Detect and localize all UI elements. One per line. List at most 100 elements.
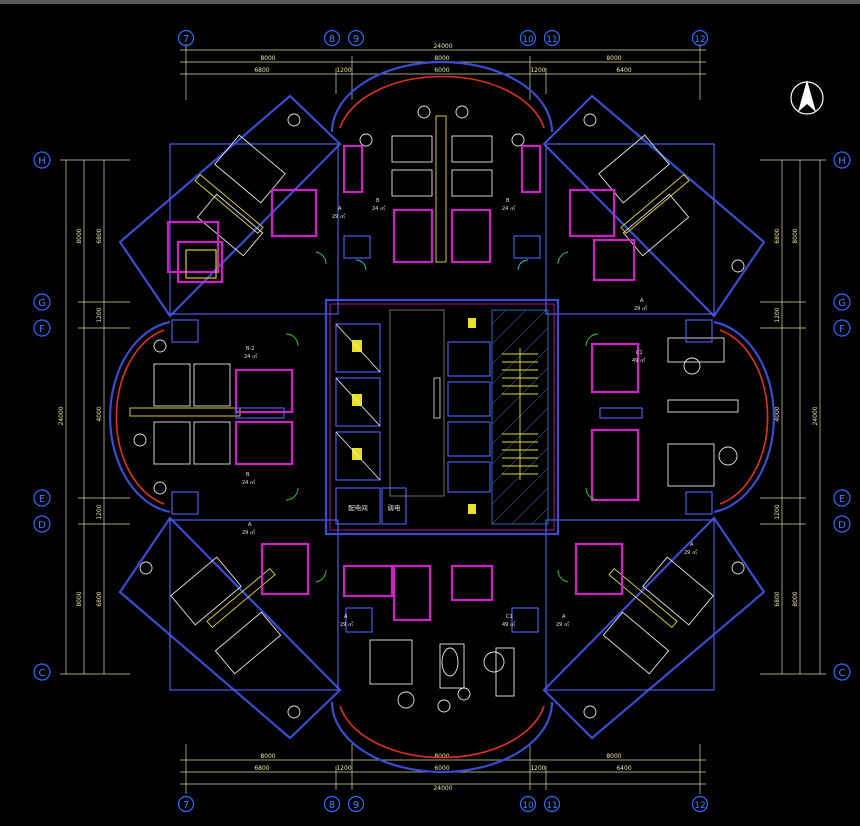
wing-nw-interior bbox=[166, 113, 318, 284]
grid-label-11-top: 11 bbox=[546, 35, 557, 45]
dim-top-r1-1: 8000 bbox=[434, 55, 449, 62]
room-a-s-area: 29 ㎡ bbox=[340, 621, 353, 628]
grid-label-C-right: C bbox=[839, 668, 846, 679]
window-top-border bbox=[0, 0, 860, 4]
dim-right-6: 8000 bbox=[792, 591, 799, 606]
grid-label-F-right: F bbox=[839, 324, 845, 335]
north-rooms bbox=[342, 105, 542, 264]
room-b2-w-area: 24 ㎡ bbox=[244, 353, 257, 360]
floor-plan-canvas[interactable]: 24000 8000 8000 8000 6800 1200 6000 1200… bbox=[0, 4, 860, 826]
dim-bottom-r1-0: 8000 bbox=[260, 753, 275, 760]
dim-top-r2-2: 6000 bbox=[434, 67, 449, 74]
grid-label-12-top: 12 bbox=[694, 35, 705, 45]
grid-label-D-left: D bbox=[38, 520, 46, 531]
grid-label-12-bottom: 12 bbox=[694, 801, 705, 811]
grid-label-9-bottom: 9 bbox=[353, 800, 359, 811]
room-c1-s-area: 49 ㎡ bbox=[502, 621, 515, 628]
dim-left-0: 8000 bbox=[76, 228, 83, 243]
room-b2-w-type: B-2 bbox=[246, 346, 254, 352]
grid-label-E-left: E bbox=[39, 494, 45, 505]
weak-current-label: 弱电 bbox=[388, 503, 402, 512]
top-dimension-chain: 24000 8000 8000 8000 6800 1200 6000 1200… bbox=[180, 43, 706, 100]
north-arrow-icon bbox=[790, 80, 824, 115]
grid-label-C-left: C bbox=[39, 668, 46, 679]
dim-top-r1-2: 8000 bbox=[606, 55, 621, 62]
grid-label-9-top: 9 bbox=[353, 34, 359, 45]
grid-label-10-top: 10 bbox=[522, 35, 534, 45]
grid-bubbles-bottom: 7 8 9 10 11 12 bbox=[177, 795, 709, 813]
wing-sw-interior bbox=[139, 542, 310, 719]
room-a-se-type: A bbox=[562, 614, 566, 620]
grid-label-D-right: D bbox=[838, 520, 846, 531]
dim-top-r2-3: 1200 bbox=[530, 67, 545, 74]
grid-label-11-bottom: 11 bbox=[546, 801, 557, 811]
grid-label-7-bottom: 7 bbox=[183, 800, 189, 811]
grid-label-G-left: G bbox=[38, 298, 46, 309]
room-b-w-area: 24 ㎡ bbox=[242, 479, 255, 486]
dim-overall-top: 24000 bbox=[433, 43, 452, 50]
dim-left-1: 6800 bbox=[96, 228, 103, 243]
room-b-w-type: B bbox=[246, 472, 250, 478]
room-a-sw-type: A bbox=[248, 522, 252, 528]
dim-left-5: 8000 bbox=[76, 591, 83, 606]
grid-label-G-right: G bbox=[838, 298, 846, 309]
grid-label-10-bottom: 10 bbox=[522, 801, 534, 811]
room-b-n1-type: B bbox=[376, 198, 380, 204]
power-room-label: 配电间 bbox=[348, 503, 368, 512]
room-b-n1-area: 24 ㎡ bbox=[372, 205, 385, 212]
room-b-n2-type: B bbox=[506, 198, 510, 204]
dim-left-6: 6800 bbox=[96, 591, 103, 606]
room-c1-s-type: C1 bbox=[506, 614, 513, 620]
building-outline bbox=[108, 60, 776, 774]
dim-right-1: 8000 bbox=[792, 228, 799, 243]
room-a-sw-area: 29 ㎡ bbox=[242, 529, 255, 536]
dim-left-overall: 24000 bbox=[58, 406, 65, 425]
grid-label-7-top: 7 bbox=[183, 34, 189, 45]
room-a-nw-type: A bbox=[338, 206, 342, 212]
wing-ne-interior bbox=[568, 113, 745, 282]
dim-bottom-r1-2: 8000 bbox=[606, 753, 621, 760]
grid-label-E-right: E bbox=[839, 494, 845, 505]
dim-left-4: 1200 bbox=[96, 504, 103, 519]
grid-bubbles-left: H G F E D C bbox=[33, 151, 51, 681]
dim-bottom-r2-0: 6800 bbox=[254, 765, 269, 772]
room-c1-e-type: C1 bbox=[636, 350, 643, 356]
room-a-nw-area: 29 ㎡ bbox=[332, 213, 345, 220]
dim-bottom-r2-4: 6400 bbox=[616, 765, 631, 772]
grid-label-H-right: H bbox=[838, 156, 846, 167]
dim-left-2: 1200 bbox=[96, 307, 103, 322]
room-tags: A 29 ㎡ B 24 ㎡ B 24 ㎡ A 29 ㎡ B-2 24 ㎡ B 2… bbox=[242, 198, 697, 628]
door-swings bbox=[285, 251, 599, 583]
room-a-e2-type: A bbox=[690, 542, 694, 548]
room-a-se-area: 29 ㎡ bbox=[556, 621, 569, 628]
grid-label-H-left: H bbox=[38, 156, 46, 167]
dim-bottom-r2-1: 1200 bbox=[336, 765, 351, 772]
dim-bottom-r2-2: 6000 bbox=[434, 765, 449, 772]
dim-top-r2-1: 1200 bbox=[336, 67, 351, 74]
grid-label-F-left: F bbox=[39, 324, 45, 335]
room-c1-e-area: 49 ㎡ bbox=[632, 357, 645, 364]
dim-top-r2-4: 6400 bbox=[616, 67, 631, 74]
dim-right-4: 1200 bbox=[774, 504, 781, 519]
dim-right-3: 4000 bbox=[774, 406, 781, 421]
south-rooms bbox=[342, 564, 539, 713]
grid-label-8-top: 8 bbox=[329, 34, 335, 45]
dim-top-r1-0: 8000 bbox=[260, 55, 275, 62]
dim-bottom-r1-1: 8000 bbox=[434, 753, 449, 760]
room-a-ne-type: A bbox=[640, 298, 644, 304]
wing-se-interior bbox=[574, 542, 745, 719]
bottom-dimension-chain: 8000 8000 8000 6800 1200 6000 1200 6400 … bbox=[180, 744, 706, 794]
dim-overall-bottom: 24000 bbox=[433, 785, 452, 792]
dim-right-0: 6800 bbox=[774, 228, 781, 243]
dim-left-3: 4000 bbox=[96, 406, 103, 421]
dim-right-5: 6800 bbox=[774, 591, 781, 606]
dim-right-overall: 24000 bbox=[812, 406, 819, 425]
east-rooms bbox=[590, 319, 739, 515]
room-b-n2-area: 24 ㎡ bbox=[502, 205, 515, 212]
grid-bubbles-right: H G F E D C bbox=[833, 151, 851, 681]
room-a-ne-area: 29 ㎡ bbox=[634, 305, 647, 312]
left-dimension-chain: 24000 8000 6800 1200 4000 1200 8000 6800 bbox=[58, 159, 130, 675]
grid-label-8-bottom: 8 bbox=[329, 800, 335, 811]
room-a-s-type: A bbox=[344, 614, 348, 620]
grid-bubbles-top: 7 8 9 10 11 12 bbox=[177, 29, 709, 47]
